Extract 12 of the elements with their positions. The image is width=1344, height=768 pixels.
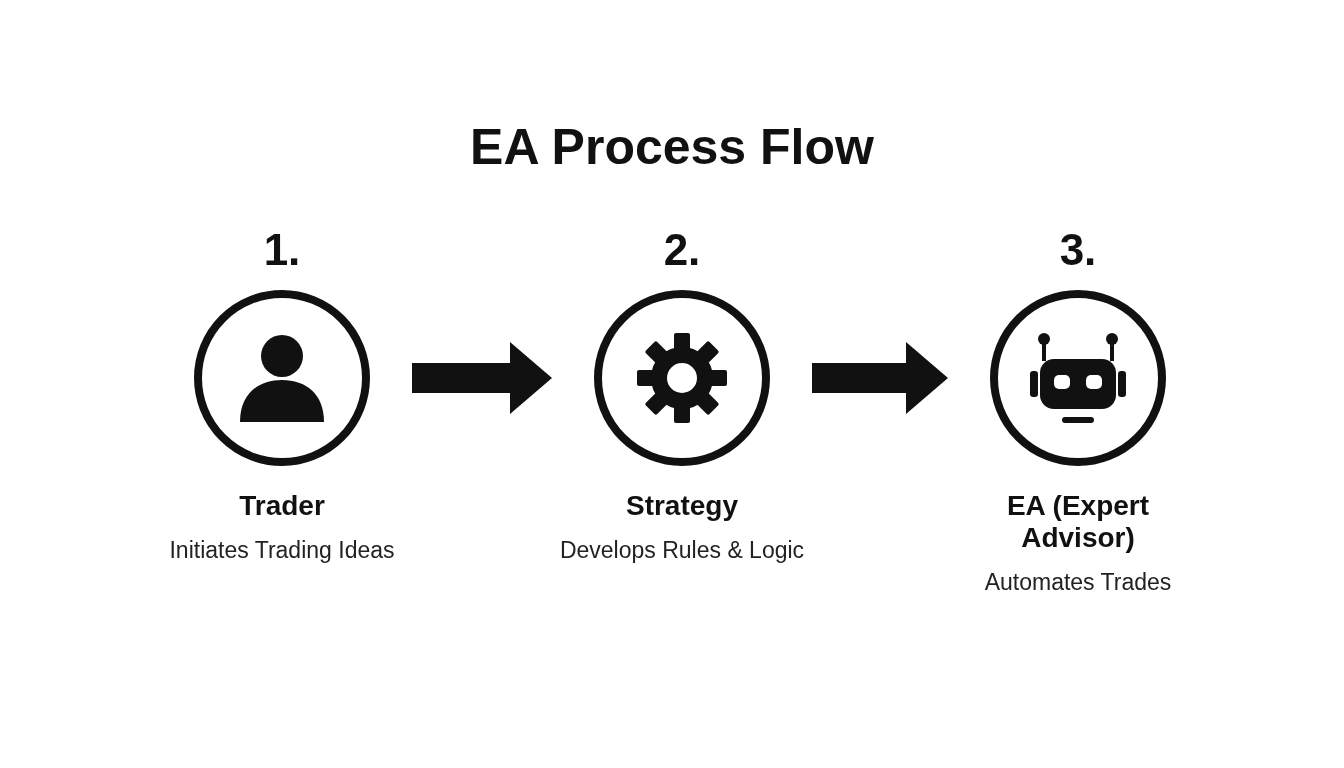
block-arrow [412, 342, 552, 414]
step-description: Develops Rules & Logic [558, 536, 806, 565]
step-number: 3. [1059, 224, 1097, 276]
step-name: Trader [238, 490, 326, 522]
step-name: EA (Expert Advisor) [1005, 490, 1151, 554]
step-number: 1. [263, 224, 301, 276]
step-number: 2. [663, 224, 701, 276]
step-name: Strategy [624, 490, 739, 522]
block-arrow [812, 342, 948, 414]
step-description: Automates Trades [983, 568, 1173, 597]
step-description: Initiates Trading Ideas [168, 536, 396, 565]
title: EA Process Flow [470, 118, 874, 177]
